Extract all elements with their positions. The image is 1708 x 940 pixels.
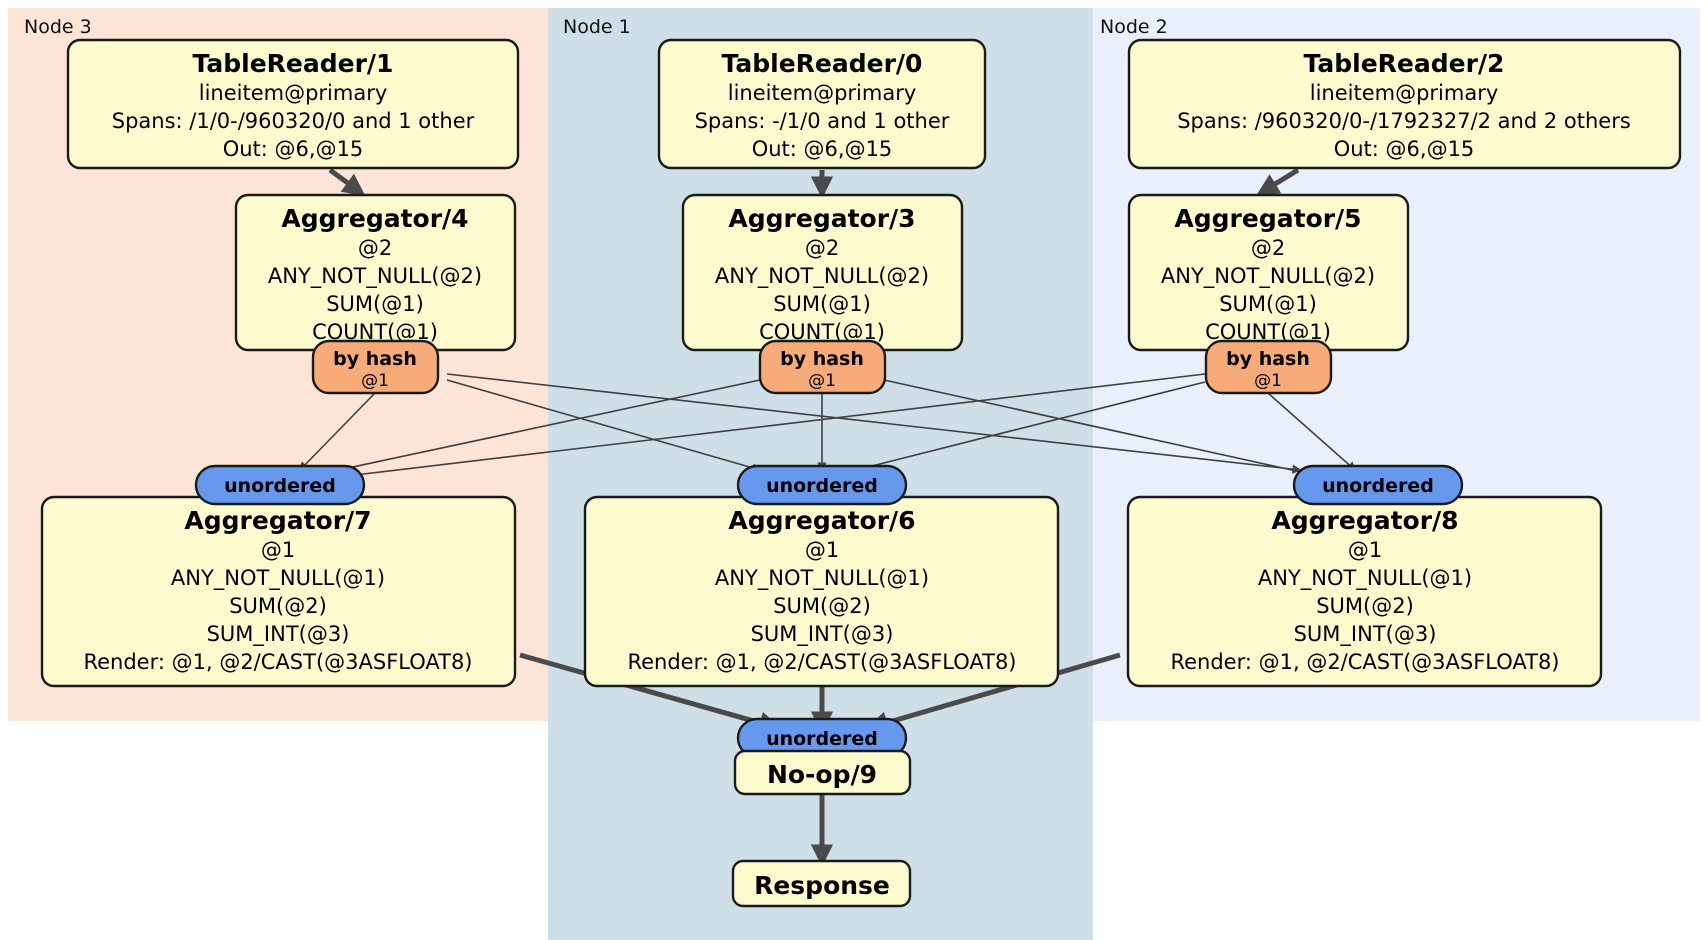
processor-tablereader1-line-2: Out: @6,@15 xyxy=(223,137,364,161)
hash-badge-right-sub: @1 xyxy=(1254,371,1282,391)
input-synchronizer-unordered-right[interactable]: unordered xyxy=(1292,464,1464,506)
processor-aggregator8-line-1: ANY_NOT_NULL(@1) xyxy=(1258,566,1472,591)
output-router-hash-center[interactable]: by hash @1 xyxy=(758,339,887,395)
hash-badge-left-sub: @1 xyxy=(361,371,389,391)
processor-tablereader0-title: TableReader/0 xyxy=(722,49,923,78)
processor-tablereader1-box[interactable] xyxy=(66,38,520,170)
processor-aggregator4-line-2: SUM(@1) xyxy=(326,292,424,316)
processor-aggregator7-line-3: SUM_INT(@3) xyxy=(207,622,350,647)
processor-aggregator6-line-1: ANY_NOT_NULL(@1) xyxy=(715,566,929,591)
region-node3-label: Node 3 xyxy=(24,16,92,38)
processor-noop9-box[interactable] xyxy=(733,749,912,796)
edge-agg8-unorderedfinal xyxy=(865,652,1121,734)
edge-hashright-unorderedfinal xyxy=(1267,392,1357,472)
processor-aggregator6[interactable]: Aggregator/6 @1 ANY_NOT_NULL(@1) SUM(@2)… xyxy=(583,495,1060,688)
processor-tablereader2-line-0: lineitem@primary xyxy=(1310,81,1499,105)
output-router-hash-left[interactable]: by hash @1 xyxy=(311,339,440,395)
unordered-badge-right-shape[interactable] xyxy=(1292,464,1464,506)
hash-badge-left-shape[interactable] xyxy=(311,339,440,395)
edge-agg7-unorderedfinal xyxy=(519,652,782,734)
edge-hashcenter-unorderedright xyxy=(883,379,1312,478)
hash-badge-right-label: by hash xyxy=(1226,348,1310,370)
processor-aggregator3-line-1: ANY_NOT_NULL(@2) xyxy=(715,264,929,289)
hash-badge-left-label: by hash xyxy=(333,348,417,370)
processor-tablereader0-box[interactable] xyxy=(657,38,987,170)
processor-aggregator6-title: Aggregator/6 xyxy=(728,506,915,535)
processor-aggregator8-line-4: Render: @1, @2/CAST(@3ASFLOAT8) xyxy=(1170,650,1559,674)
output-router-hash-right[interactable]: by hash @1 xyxy=(1204,339,1333,395)
processor-aggregator6-line-4: Render: @1, @2/CAST(@3ASFLOAT8) xyxy=(627,650,1016,674)
processor-aggregator7-title: Aggregator/7 xyxy=(184,506,371,535)
edge-tr2-agg5 xyxy=(1256,167,1300,196)
input-synchronizer-unordered-center[interactable]: unordered xyxy=(736,464,908,506)
processor-aggregator5-line-0: @2 xyxy=(1251,236,1285,260)
processor-tablereader0-line-0: lineitem@primary xyxy=(728,81,917,105)
processor-response-box[interactable] xyxy=(731,859,912,908)
processor-aggregator3-line-2: SUM(@1) xyxy=(773,292,871,316)
edge-hashleft-unorderedleft xyxy=(298,392,376,472)
processor-tablereader1-line-1: Spans: /1/0-/960320/0 and 1 other xyxy=(112,109,475,133)
processor-tablereader0[interactable]: TableReader/0 lineitem@primary Spans: -/… xyxy=(657,38,987,170)
processor-noop9-title: No-op/9 xyxy=(767,760,877,789)
input-synchronizer-unordered-final[interactable]: unordered xyxy=(736,717,908,759)
processor-aggregator5-title: Aggregator/5 xyxy=(1174,204,1361,233)
input-synchronizer-unordered-left[interactable]: unordered xyxy=(194,464,366,506)
processor-aggregator4-line-0: @2 xyxy=(358,236,392,260)
processor-tablereader1-line-0: lineitem@primary xyxy=(199,81,388,105)
unordered-badge-left-label: unordered xyxy=(224,475,336,497)
edge-hashright-unorderedleft xyxy=(328,373,1206,482)
processor-aggregator5-line-2: SUM(@1) xyxy=(1219,292,1317,316)
processor-tablereader2-line-2: Out: @6,@15 xyxy=(1334,137,1475,161)
processor-response-title: Response xyxy=(754,871,890,900)
unordered-badge-left-shape[interactable] xyxy=(194,464,366,506)
processor-tablereader1[interactable]: TableReader/1 lineitem@primary Spans: /1… xyxy=(66,38,520,170)
processor-aggregator7-line-0: @1 xyxy=(261,538,295,562)
processor-aggregator3[interactable]: Aggregator/3 @2 ANY_NOT_NULL(@2) SUM(@1)… xyxy=(681,193,964,352)
edge-tr1-agg4 xyxy=(328,167,366,196)
processor-tablereader0-line-1: Spans: -/1/0 and 1 other xyxy=(695,109,950,133)
processor-aggregator6-line-0: @1 xyxy=(805,538,839,562)
processor-noop9[interactable]: No-op/9 xyxy=(733,749,912,796)
processor-aggregator8-line-2: SUM(@2) xyxy=(1316,594,1414,618)
processor-tablereader2-box[interactable] xyxy=(1127,38,1682,170)
processor-tablereader0-line-2: Out: @6,@15 xyxy=(752,137,893,161)
processor-aggregator3-title: Aggregator/3 xyxy=(728,204,915,233)
processor-aggregator6-line-3: SUM_INT(@3) xyxy=(751,622,894,647)
processor-aggregator5-line-1: ANY_NOT_NULL(@2) xyxy=(1161,264,1375,289)
processor-tablereader1-title: TableReader/1 xyxy=(193,49,394,78)
edge-hashcenter-unorderedleft xyxy=(318,379,761,478)
processor-response[interactable]: Response xyxy=(731,859,912,908)
processor-aggregator6-line-2: SUM(@2) xyxy=(773,594,871,618)
processor-aggregator7-line-4: Render: @1, @2/CAST(@3ASFLOAT8) xyxy=(83,650,472,674)
processor-aggregator8-line-0: @1 xyxy=(1348,538,1382,562)
processor-aggregator7[interactable]: Aggregator/7 @1 ANY_NOT_NULL(@1) SUM(@2)… xyxy=(40,495,517,688)
processor-aggregator7-line-1: ANY_NOT_NULL(@1) xyxy=(171,566,385,591)
unordered-badge-final-label: unordered xyxy=(766,728,878,750)
hash-badge-right-shape[interactable] xyxy=(1204,339,1333,395)
processor-aggregator8-line-3: SUM_INT(@3) xyxy=(1294,622,1437,647)
unordered-badge-right-label: unordered xyxy=(1322,475,1434,497)
unordered-badge-center-shape[interactable] xyxy=(736,464,908,506)
processor-tablereader2[interactable]: TableReader/2 lineitem@primary Spans: /9… xyxy=(1127,38,1682,170)
edge-hashleft-unorderedcenter xyxy=(446,379,762,473)
hash-badge-center-sub: @1 xyxy=(808,371,836,391)
processor-aggregator8-title: Aggregator/8 xyxy=(1271,506,1458,535)
processor-tablereader2-line-1: Spans: /960320/0-/1792327/2 and 2 others xyxy=(1177,109,1631,133)
unordered-badge-center-label: unordered xyxy=(766,475,878,497)
processor-aggregator4-line-1: ANY_NOT_NULL(@2) xyxy=(268,264,482,289)
processor-aggregator8[interactable]: Aggregator/8 @1 ANY_NOT_NULL(@1) SUM(@2)… xyxy=(1126,495,1603,688)
region-node2-label: Node 2 xyxy=(1100,16,1168,38)
region-node1-label: Node 1 xyxy=(563,16,631,38)
processor-aggregator4-title: Aggregator/4 xyxy=(281,204,468,233)
edge-hashleft-unorderedright xyxy=(446,373,1302,474)
processor-aggregator5[interactable]: Aggregator/5 @2 ANY_NOT_NULL(@2) SUM(@1)… xyxy=(1127,193,1410,352)
hash-badge-center-label: by hash xyxy=(780,348,864,370)
processor-aggregator7-line-2: SUM(@2) xyxy=(229,594,327,618)
hash-badge-center-shape[interactable] xyxy=(758,339,887,395)
processor-aggregator4[interactable]: Aggregator/4 @2 ANY_NOT_NULL(@2) SUM(@1)… xyxy=(234,193,517,352)
edge-hashright-unorderedcenter xyxy=(838,381,1206,477)
processor-tablereader2-title: TableReader/2 xyxy=(1304,49,1505,78)
processor-aggregator3-line-0: @2 xyxy=(805,236,839,260)
